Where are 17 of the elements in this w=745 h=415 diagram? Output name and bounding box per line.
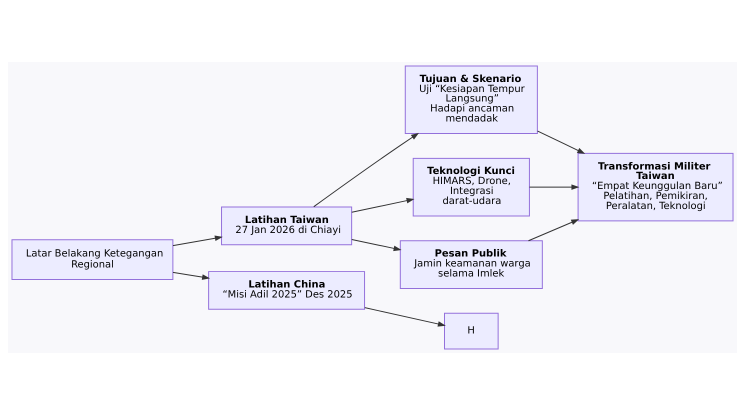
arrow	[351, 238, 402, 252]
node-box: Latar Belakang Ketegangan Regional	[11, 239, 174, 280]
arrow	[528, 184, 580, 190]
arrow	[351, 198, 414, 213]
arrow	[172, 236, 223, 246]
arrow	[528, 219, 580, 242]
node-box: Pesan Publik Jamin keamanan warga selama Imlek	[400, 240, 543, 289]
arrow	[313, 132, 420, 208]
node-box: Teknologi Kunci HIMARS, Drone, Integrasi darat-udara	[412, 158, 530, 216]
node-box: Tujuan & Skenario Uji “Kesiapan Tempur Langsung” Hadapi ancaman mendadak	[404, 65, 538, 134]
node-box: H	[444, 312, 499, 350]
arrow	[537, 130, 586, 154]
arrow	[172, 272, 210, 280]
node-box: Latihan China “Misi Adil 2025” Des 2025	[208, 271, 366, 310]
node-box: Transformasi Militer Taiwan “Empat Keunggulan Baru” Pelatihan, Pemikiran, Peralatan, Teknologi	[578, 152, 734, 222]
node-box: Latihan Taiwan 27 Jan 2026 di Chiayi	[221, 206, 352, 246]
arrow	[364, 307, 446, 327]
